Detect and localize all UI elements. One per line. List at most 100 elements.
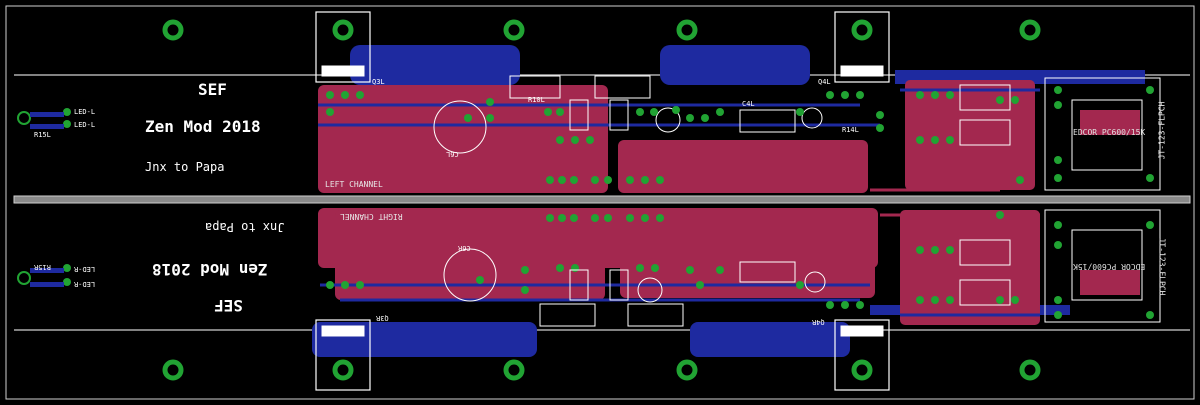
pad-88	[63, 120, 71, 128]
r10l-body	[509, 75, 561, 99]
pad-67	[931, 246, 939, 254]
ic-8	[959, 279, 1011, 306]
led-l-1	[17, 111, 31, 125]
part-c4l: C4L	[742, 100, 755, 108]
pad-39	[656, 214, 664, 222]
right-amp-pour	[900, 210, 1040, 325]
ic-4	[609, 269, 629, 301]
pad-52	[716, 266, 724, 274]
pad-28	[604, 176, 612, 184]
ic-2	[609, 99, 629, 131]
pad-76	[1054, 101, 1062, 109]
hole-11	[851, 359, 873, 381]
pad-3	[326, 108, 334, 116]
pad-27	[591, 176, 599, 184]
pad-17	[716, 108, 724, 116]
pad-48	[636, 264, 644, 272]
part-led-r-2: LED-R	[74, 280, 96, 288]
transformer-silkscreen	[1044, 77, 1161, 323]
pad-35	[591, 214, 599, 222]
mosfet-tabs	[321, 65, 884, 337]
pad-51	[696, 281, 704, 289]
pad-50	[686, 266, 694, 274]
pad-9	[556, 136, 564, 144]
pad-80	[1146, 174, 1154, 182]
pad-20	[841, 91, 849, 99]
pad-21	[856, 91, 864, 99]
film-cap-2	[539, 303, 596, 327]
left-amp-pour	[905, 80, 1035, 190]
pad-59	[946, 91, 954, 99]
pad-41	[341, 281, 349, 289]
pad-54	[826, 301, 834, 309]
xfmr-trace-1	[1080, 110, 1140, 135]
pad-6	[486, 114, 494, 122]
hole-1	[162, 19, 184, 41]
q3l-tab	[321, 65, 365, 77]
ic-5	[959, 84, 1011, 111]
part-r10l: R10L	[528, 96, 545, 104]
xfmr-right-box	[1044, 209, 1161, 323]
q3r-tab	[321, 325, 365, 337]
c6l-outline	[433, 100, 487, 154]
q4l-tab	[840, 65, 884, 77]
xfmr-left-inner	[1071, 99, 1143, 171]
pad-60	[916, 136, 924, 144]
left-channel-label: LEFT CHANNEL	[325, 180, 383, 189]
pad-1	[341, 91, 349, 99]
hole-7	[162, 359, 184, 381]
pad-26	[570, 176, 578, 184]
pad-36	[604, 214, 612, 222]
pad-23	[876, 124, 884, 132]
pad-53	[796, 281, 804, 289]
part-r15r: R15R	[34, 263, 51, 271]
pad-4	[464, 114, 472, 122]
pad-89	[63, 264, 71, 272]
part-led-l-2: LED-L	[74, 121, 96, 129]
pad-37	[626, 214, 634, 222]
hole-5	[851, 19, 873, 41]
part-r15l: R15L	[34, 131, 51, 139]
film-cap-3	[627, 303, 684, 327]
pad-8	[556, 108, 564, 116]
pad-71	[946, 296, 954, 304]
led-l-trace-1	[30, 112, 64, 117]
pad-78	[1054, 174, 1062, 182]
right-subtitle: Zen Mod 2018	[152, 260, 268, 279]
pads	[63, 86, 1154, 319]
right-pour-c	[335, 210, 605, 300]
mounting-holes	[162, 19, 1041, 381]
pad-10	[571, 136, 579, 144]
small-cap-2	[801, 107, 823, 129]
pad-25	[558, 176, 566, 184]
pad-85	[1146, 221, 1154, 229]
ic-outlines	[569, 84, 1011, 306]
pad-86	[1146, 311, 1154, 319]
pad-38	[641, 214, 649, 222]
pad-83	[1054, 296, 1062, 304]
part-q4r: Q4R	[812, 318, 825, 326]
part-led-r-1: LED-R	[74, 265, 96, 273]
pad-31	[656, 176, 664, 184]
led-r-trace-2	[30, 282, 64, 287]
pad-73	[1011, 296, 1019, 304]
pad-22	[876, 111, 884, 119]
ic-7	[959, 239, 1011, 266]
board-outline	[5, 5, 1195, 400]
hole-10	[676, 359, 698, 381]
pad-62	[946, 136, 954, 144]
small-cap-1	[655, 107, 681, 133]
q4r-tab	[840, 325, 884, 337]
blue-pour-3	[312, 322, 537, 357]
pad-49	[651, 264, 659, 272]
pad-75	[1054, 86, 1062, 94]
right-channel-label: RIGHT CHANNEL	[340, 212, 403, 221]
part-q4l: Q4L	[818, 78, 831, 86]
pad-42	[356, 281, 364, 289]
pad-11	[586, 136, 594, 144]
pad-66	[916, 246, 924, 254]
right-credit: Jnx to Papa	[205, 220, 285, 234]
left-pour-b	[618, 140, 868, 193]
pad-0	[326, 91, 334, 99]
small-cap-4	[804, 271, 826, 293]
